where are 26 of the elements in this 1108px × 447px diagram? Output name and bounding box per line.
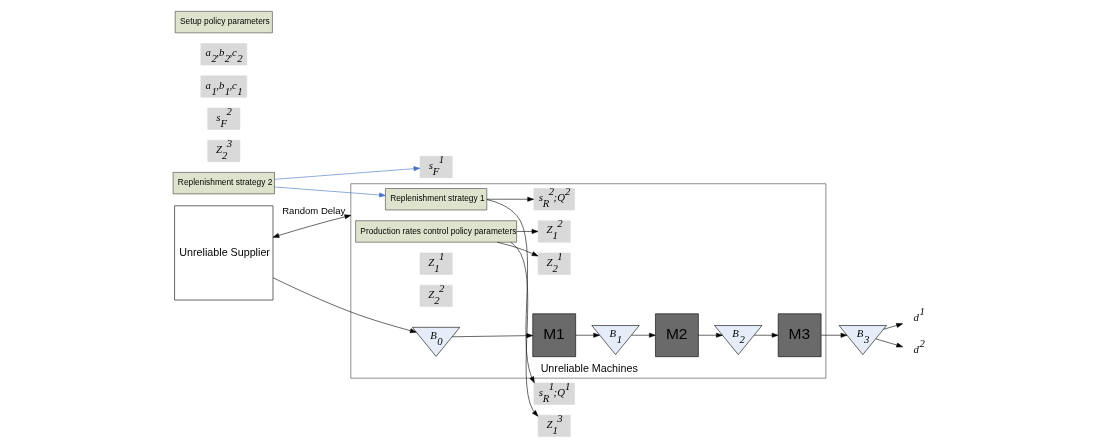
edge-label: Random Delay [282, 204, 346, 216]
arrow [274, 165, 421, 180]
arrow [451, 332, 533, 338]
node-box: Setup policy parameters [174, 10, 273, 33]
arrow [486, 198, 535, 383]
node-box: Replenishment strategy 1 [385, 187, 488, 210]
node-box: Unreliable Supplier [174, 205, 274, 300]
arrow [510, 241, 539, 417]
arrow [272, 213, 352, 238]
arrow [575, 332, 600, 338]
arrow [272, 276, 417, 333]
arrow [516, 228, 539, 234]
arrow [274, 186, 386, 197]
arrow [486, 196, 534, 202]
arrow [875, 338, 903, 347]
node-box: M2 [655, 312, 699, 357]
arrow [496, 241, 539, 256]
node-box: M1 [532, 312, 576, 357]
arrow [698, 332, 723, 338]
node-box: Replenishment strategy 2 [172, 171, 275, 194]
arrow [631, 332, 656, 338]
arrow [753, 332, 779, 338]
node-box: Production rates control policy parameters [355, 219, 517, 242]
node-box: M3 [777, 312, 822, 357]
arrow [883, 322, 903, 330]
arrow [820, 332, 848, 338]
